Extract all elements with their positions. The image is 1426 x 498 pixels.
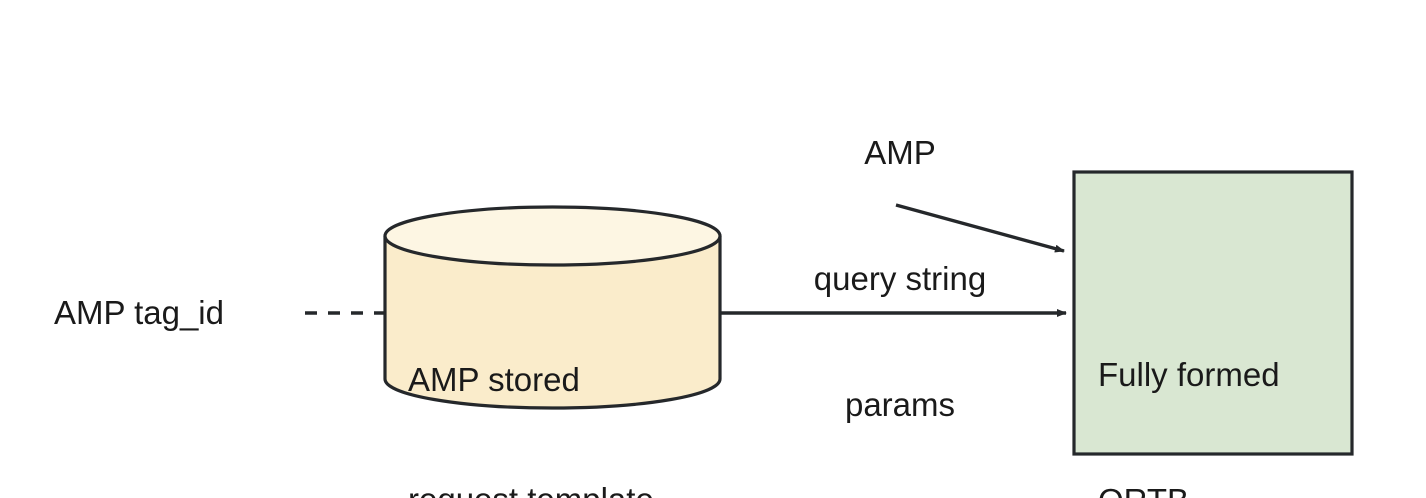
cylinder-top-ellipse <box>383 205 722 267</box>
label-amp-tag-id: AMP tag_id <box>54 294 224 331</box>
query-label-line-2: query string <box>813 260 987 297</box>
cylinder-label-line-2: request template <box>408 480 654 498</box>
ortb-label-line-1: Fully formed <box>1098 356 1280 393</box>
label-amp-query-string-params: AMP query string params <box>780 48 1020 498</box>
ortb-label-line-2: ORTB <box>1098 480 1280 498</box>
query-label-line-1: AMP <box>864 134 936 171</box>
fully-formed-ortb-box <box>1072 170 1354 456</box>
edge-params-to-ortb <box>895 203 1065 253</box>
cylinder-label: AMP stored request template <box>408 280 654 498</box>
query-label-line-3: params <box>844 386 956 423</box>
fully-formed-ortb-label: Fully formed ORTB <box>1098 270 1280 498</box>
cylinder-bottom-arc <box>383 378 722 410</box>
cylinder-label-line-1: AMP stored <box>408 361 580 398</box>
cylinder-body <box>385 236 720 408</box>
